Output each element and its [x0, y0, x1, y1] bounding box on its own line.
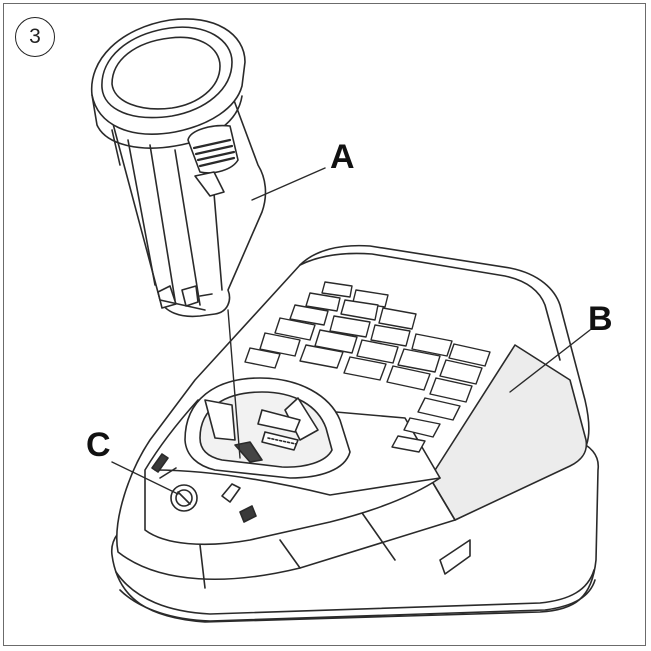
- insertion-guide-line: [227, 309, 241, 459]
- battery-well: [184, 377, 351, 479]
- callout-label-c: C: [86, 426, 111, 464]
- callout-label-a: A: [330, 138, 355, 176]
- step-number: 3: [29, 25, 41, 48]
- charger-base: [111, 244, 600, 623]
- step-number-badge: 3: [15, 17, 55, 57]
- leader-line-c: [111, 461, 179, 495]
- battery-pack: [90, 18, 267, 318]
- leader-line-b: [509, 329, 591, 393]
- leader-line-a: [251, 167, 326, 201]
- charge-indicator: [151, 453, 257, 523]
- callout-label-b: B: [588, 300, 613, 338]
- leader-lines: [111, 167, 591, 495]
